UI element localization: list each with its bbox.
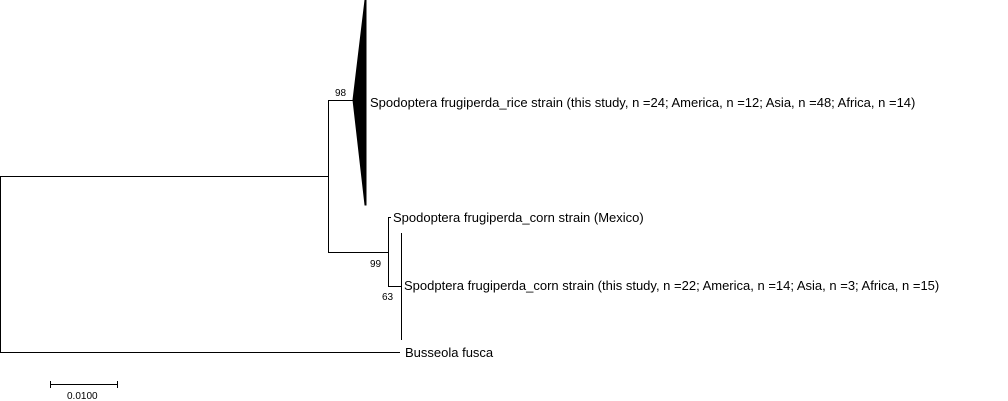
support-value-corn-clade: 99 — [370, 259, 382, 270]
scale-bar: 0.0100 — [50, 381, 118, 401]
rice-clade-collapsed-triangle — [352, 0, 367, 206]
scale-bar-label: 0.0100 — [67, 391, 98, 401]
taxon-label-rice-strain: Spodoptera frugiperda_rice strain (this … — [370, 95, 915, 110]
taxon-label-corn-study: Spodptera frugiperda_corn strain (this s… — [404, 278, 939, 293]
support-value-rice-clade: 98 — [335, 88, 347, 99]
support-value-corn-subclade: 63 — [382, 292, 394, 303]
taxon-label-busseola-fusca: Busseola fusca — [405, 345, 494, 360]
taxon-label-corn-mexico: Spodoptera frugiperda_corn strain (Mexic… — [393, 210, 644, 225]
